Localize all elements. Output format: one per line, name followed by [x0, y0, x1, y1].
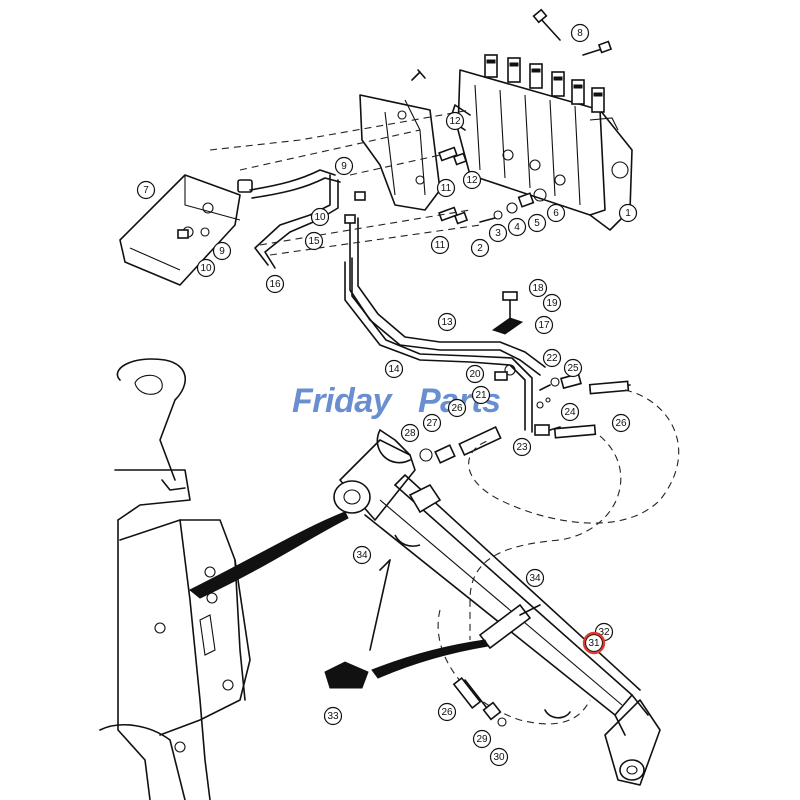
callout-number: 21 — [475, 390, 487, 401]
callout-11: 11 — [436, 178, 456, 198]
callout-22: 22 — [542, 348, 562, 368]
callout-number: 24 — [564, 407, 576, 418]
callout-26: 26 — [447, 398, 467, 418]
callout-number: 10 — [200, 263, 212, 274]
callout-number: 10 — [314, 212, 326, 223]
callout-10: 10 — [196, 258, 216, 278]
hydraulic-tubes — [249, 169, 546, 433]
callout-4: 4 — [507, 217, 527, 237]
callout-26: 26 — [611, 413, 631, 433]
callout-34: 34 — [525, 568, 545, 588]
callout-15: 15 — [304, 231, 324, 251]
callout-14: 14 — [384, 359, 404, 379]
fittings — [177, 146, 631, 464]
callout-number: 18 — [532, 283, 544, 294]
watermark: Friday Parts — [292, 382, 501, 420]
callout-24: 24 — [560, 402, 580, 422]
callout-number: 4 — [514, 222, 520, 233]
callout-21: 21 — [471, 385, 491, 405]
callout-6: 6 — [546, 203, 566, 223]
callout-2: 2 — [470, 238, 490, 258]
callout-5: 5 — [527, 213, 547, 233]
callout-33: 33 — [323, 706, 343, 726]
callout-number: 34 — [356, 550, 368, 561]
callout-number: 26 — [451, 403, 463, 414]
callout-number: 28 — [404, 428, 416, 439]
callout-number: 15 — [308, 236, 320, 247]
callout-number: 29 — [476, 734, 488, 745]
loader-frame — [99, 358, 251, 800]
callout-1: 1 — [618, 203, 638, 223]
callout-13: 13 — [437, 312, 457, 332]
hose-routing — [209, 109, 680, 725]
callout-number: 26 — [615, 418, 627, 429]
callout-28: 28 — [400, 423, 420, 443]
callout-number: 27 — [426, 418, 438, 429]
callout-17: 17 — [534, 315, 554, 335]
callout-11: 11 — [430, 235, 450, 255]
callout-number: 32 — [598, 627, 610, 638]
wear-pad — [324, 661, 369, 689]
callout-19: 19 — [542, 293, 562, 313]
callout-number: 34 — [529, 573, 541, 584]
callout-number: 30 — [493, 752, 505, 763]
callout-number: 12 — [449, 116, 461, 127]
callout-number: 17 — [538, 320, 550, 331]
callout-34: 34 — [352, 545, 372, 565]
callout-9: 9 — [212, 241, 232, 261]
callout-8: 8 — [570, 23, 590, 43]
callout-3: 3 — [488, 223, 508, 243]
callout-20: 20 — [465, 364, 485, 384]
leader-lines — [189, 511, 541, 679]
watermark-text-friday: Friday — [292, 382, 394, 420]
callout-number: 9 — [219, 246, 225, 257]
callout-number: 3 — [495, 228, 501, 239]
callout-number: 7 — [143, 185, 149, 196]
callout-number: 33 — [327, 711, 339, 722]
callout-30: 30 — [489, 747, 509, 767]
control-valve-bank — [449, 54, 633, 231]
callout-23: 23 — [512, 437, 532, 457]
callout-number: 13 — [441, 317, 453, 328]
callout-18: 18 — [528, 278, 548, 298]
callout-number: 14 — [388, 364, 400, 375]
callout-number: 9 — [341, 161, 347, 172]
callout-number: 19 — [546, 298, 558, 309]
hydraulic-cylinder — [333, 429, 661, 786]
callout-number: 12 — [466, 175, 478, 186]
callout-25: 25 — [563, 358, 583, 378]
callout-number: 6 — [553, 208, 559, 219]
callout-10: 10 — [310, 207, 330, 227]
callout-number: 20 — [469, 369, 481, 380]
callout-7: 7 — [136, 180, 156, 200]
callout-number: 5 — [534, 218, 540, 229]
callout-number: 22 — [546, 353, 558, 364]
callout-number: 11 — [435, 240, 446, 251]
callout-number: 23 — [516, 442, 528, 453]
callout-number: 8 — [577, 28, 583, 39]
callout-31: 31 — [584, 633, 604, 653]
callout-number: 11 — [441, 183, 452, 194]
callout-number: 25 — [567, 363, 579, 374]
valve-bracket — [359, 94, 441, 211]
mounting-bolts — [411, 8, 613, 81]
callout-16: 16 — [265, 274, 285, 294]
bottom-fitting — [452, 676, 507, 727]
callout-12: 12 — [445, 111, 465, 131]
callout-12: 12 — [462, 170, 482, 190]
callout-number: 16 — [269, 279, 281, 290]
callout-number: 31 — [588, 638, 600, 649]
callout-number: 1 — [625, 208, 631, 219]
callout-9: 9 — [334, 156, 354, 176]
callout-26: 26 — [437, 702, 457, 722]
callout-27: 27 — [422, 413, 442, 433]
highlight-ring — [582, 631, 606, 655]
callout-number: 26 — [441, 707, 453, 718]
callout-number: 2 — [477, 243, 483, 254]
callout-29: 29 — [472, 729, 492, 749]
